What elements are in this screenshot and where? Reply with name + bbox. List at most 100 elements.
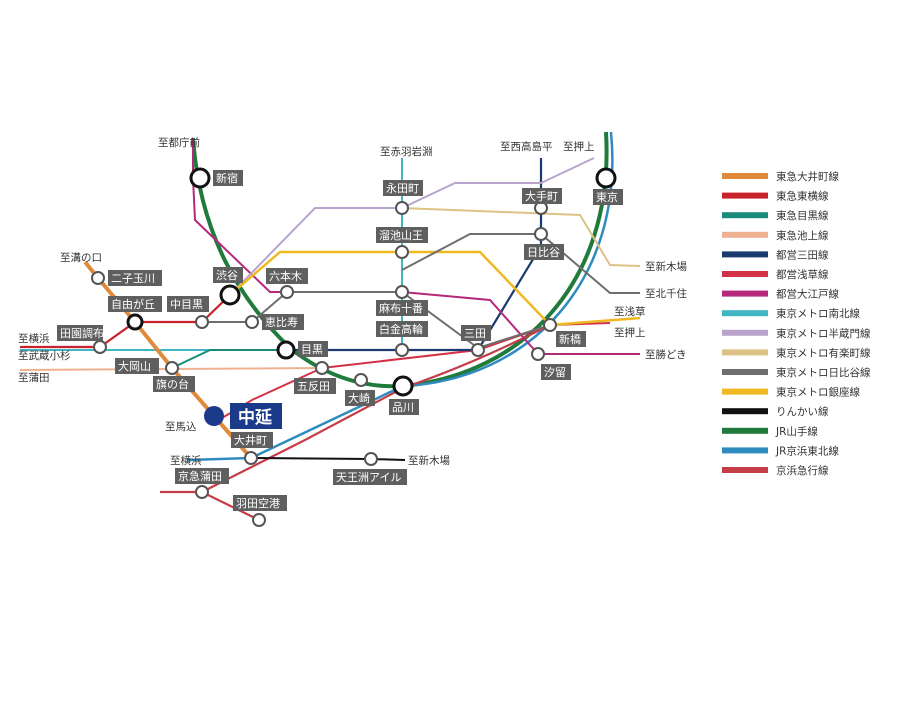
station-marker-shibuya[interactable] <box>219 284 241 306</box>
station-labels: 新宿 東京 永田町 大手町 溜池山王 日比谷 渋谷 六本木 中目黒 恵比寿 麻布… <box>57 170 623 511</box>
yurakucho-line <box>401 207 641 267</box>
legend-swatch <box>722 467 768 473</box>
station-marker-shirokane[interactable] <box>395 343 409 357</box>
station-marker-azabujuban[interactable] <box>395 285 409 299</box>
legend-swatch <box>722 212 768 219</box>
station-marker-haneda[interactable] <box>252 513 266 527</box>
dir-yokohama-left: 至横浜 <box>18 332 50 345</box>
label-mita: 三田 <box>464 327 486 340</box>
label-nagatacho: 永田町 <box>386 181 419 195</box>
legend-swatch <box>722 192 768 199</box>
station-marker-nagatacho[interactable] <box>395 201 409 215</box>
dir-shinkiba-top: 至新木場 <box>645 260 687 273</box>
legend-label: 東京メトロ日比谷線 <box>776 366 871 379</box>
legend-label: 東京メトロ銀座線 <box>776 386 860 399</box>
meguro-line <box>171 349 286 369</box>
station-marker-futakotamagawa[interactable] <box>91 271 105 285</box>
legend-swatch <box>722 173 768 179</box>
station-marker-tokyo[interactable] <box>595 167 617 189</box>
dir-shinkiba-bottom: 至新木場 <box>408 454 450 467</box>
station-marker-jiyugaoka[interactable] <box>126 313 144 331</box>
direction-labels: 至都庁前 至赤羽岩淵 至西高島平 至押上 至溝の口 至新木場 至北千住 至浅草 … <box>18 136 687 467</box>
legend-swatch <box>722 369 768 375</box>
dir-mizonokuchi: 至溝の口 <box>60 251 102 264</box>
station-marker-tameike[interactable] <box>395 245 409 259</box>
legend-label: 東京メトロ南北線 <box>776 307 860 320</box>
station-markers <box>91 167 617 527</box>
station-marker-hibiya[interactable] <box>534 227 548 241</box>
station-marker-mita[interactable] <box>471 343 485 357</box>
dir-tochomae: 至都庁前 <box>158 136 200 149</box>
station-marker-roppongi[interactable] <box>280 285 294 299</box>
station-marker-osaki[interactable] <box>354 373 368 387</box>
label-denenchofu: 田園調布 <box>60 326 104 340</box>
label-shinjuku: 新宿 <box>216 171 238 185</box>
legend-swatch <box>722 251 768 258</box>
label-tameike: 溜池山王 <box>379 228 423 242</box>
legend-label: 京浜急行線 <box>776 464 829 477</box>
station-marker-oimachi[interactable] <box>244 451 258 465</box>
label-oimachi: 大井町 <box>234 433 267 447</box>
legend-label: 都営浅草線 <box>776 268 829 281</box>
legend-swatch <box>722 231 768 238</box>
label-roppongi: 六本木 <box>269 269 302 283</box>
nakanobu-label: 中延 <box>238 407 273 428</box>
dir-yokohama-bottom: 至横浜 <box>170 454 202 467</box>
label-hatanodai: 旗の台 <box>156 377 189 391</box>
station-marker-gotanda[interactable] <box>315 361 329 375</box>
station-marker-tennozu[interactable] <box>364 452 378 466</box>
legend-swatch <box>722 388 768 395</box>
dir-musashikosugi: 至武蔵小杉 <box>18 349 71 362</box>
dir-oshiage-mid: 至押上 <box>614 326 646 339</box>
dir-kachidoki: 至勝どき <box>645 348 687 361</box>
label-meguro: 目黒 <box>301 343 323 356</box>
dir-kamata: 至蒲田 <box>18 371 50 384</box>
line-legend: 東急大井町線東急東横線東急目黒線東急池上線都営三田線都営浅草線都営大江戸線東京メ… <box>722 170 871 477</box>
station-marker-nakameguro[interactable] <box>195 315 209 329</box>
label-azabujuban: 麻布十番 <box>379 301 423 315</box>
legend-label: 都営大江戸線 <box>776 288 839 301</box>
dir-akabaneiwabuchi: 至赤羽岩淵 <box>380 145 433 158</box>
legend-swatch <box>722 329 768 336</box>
station-marker-ebisu[interactable] <box>245 315 259 329</box>
legend-label: 東急東横線 <box>776 190 829 203</box>
label-shirokane: 白金高輪 <box>379 322 423 336</box>
label-ebisu: 恵比寿 <box>265 315 298 329</box>
station-marker-nakanobu[interactable] <box>204 406 224 426</box>
station-marker-shinbashi[interactable] <box>543 318 557 332</box>
legend-swatch <box>722 427 768 434</box>
nakanobu-label-box <box>230 403 282 429</box>
label-keikyukamata: 京急蒲田 <box>178 469 222 483</box>
legend-swatch <box>722 310 768 317</box>
legend-label: りんかい線 <box>776 405 829 418</box>
label-tennozu: 天王洲アイル <box>336 471 401 484</box>
label-haneda: 羽田空港 <box>236 496 280 510</box>
label-nakameguro: 中目黒 <box>170 298 203 311</box>
legend-swatch <box>722 271 768 277</box>
rinkai-line <box>250 457 406 461</box>
legend-label: JR京浜東北線 <box>775 444 839 457</box>
label-ookayama: 大岡山 <box>118 359 151 373</box>
ginza-line <box>229 250 641 327</box>
station-marker-meguro[interactable] <box>276 340 296 360</box>
label-tokyo: 東京 <box>596 190 618 204</box>
legend-label: 東急目黒線 <box>776 209 829 222</box>
station-marker-shinjuku[interactable] <box>189 167 211 189</box>
legend-swatch <box>722 408 768 415</box>
station-marker-keikyukamata[interactable] <box>195 485 209 499</box>
label-futakotamagawa: 二子玉川 <box>111 272 155 285</box>
legend-swatch <box>722 447 768 454</box>
label-shibuya: 渋谷 <box>216 269 238 282</box>
station-marker-denenchofu[interactable] <box>93 340 107 354</box>
station-marker-shiodome[interactable] <box>531 347 545 361</box>
legend-label: 東京メトロ有楽町線 <box>776 346 871 359</box>
label-shinagawa: 品川 <box>392 401 414 414</box>
station-marker-shinagawa[interactable] <box>392 375 414 397</box>
keikyu-haneda-branch <box>201 491 260 521</box>
station-marker-ookayama[interactable] <box>165 361 179 375</box>
dir-magome: 至馬込 <box>165 421 197 433</box>
label-shiodome: 汐留 <box>544 365 566 379</box>
dir-asakusa: 至浅草 <box>614 305 646 318</box>
dir-kitasenju: 至北千住 <box>645 287 687 300</box>
yamanote-line <box>191 131 609 389</box>
